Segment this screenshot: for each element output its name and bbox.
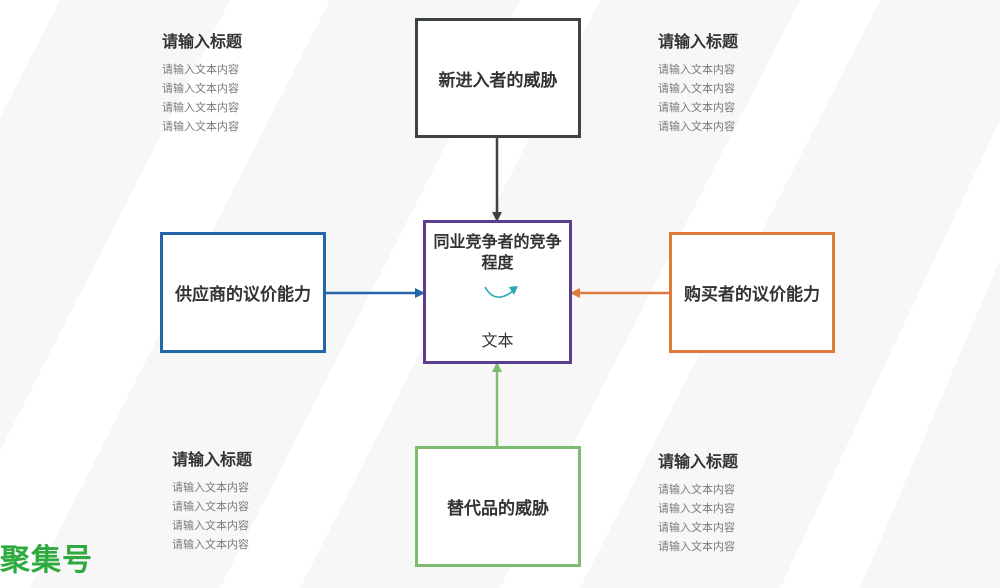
note-title: 请输入标题 bbox=[162, 32, 243, 51]
note-line: 请输入文本内容 bbox=[658, 63, 735, 76]
note-title: 请输入标题 bbox=[658, 452, 739, 471]
note-line: 请输入文本内容 bbox=[658, 101, 735, 114]
note-line: 请输入文本内容 bbox=[172, 519, 249, 532]
box-industry-rivalry-text: 文本 bbox=[481, 331, 514, 350]
cycle-icon bbox=[484, 286, 518, 298]
box-buyer-power[interactable]: 购买者的议价能力 bbox=[669, 232, 835, 353]
note-line: 请输入文本内容 bbox=[658, 82, 735, 95]
note-line: 请输入文本内容 bbox=[658, 540, 735, 553]
note-bottom-left: 请输入标题 请输入文本内容 请输入文本内容 请输入文本内容 请输入文本内容 bbox=[172, 446, 252, 554]
note-line: 请输入文本内容 bbox=[162, 82, 239, 95]
note-top-right: 请输入标题 请输入文本内容 请输入文本内容 请输入文本内容 请输入文本内容 bbox=[658, 28, 738, 136]
note-line: 请输入文本内容 bbox=[658, 483, 735, 496]
watermark-logo: 聚集号 bbox=[0, 543, 93, 578]
box-supplier-power-label: 供应商的议价能力 bbox=[175, 285, 311, 305]
box-new-entrants-label: 新进入者的威胁 bbox=[438, 70, 558, 91]
box-substitutes-label: 替代品的威胁 bbox=[447, 499, 549, 519]
box-new-entrants[interactable]: 新进入者的威胁 bbox=[415, 18, 581, 138]
note-line: 请输入文本内容 bbox=[172, 538, 249, 551]
box-supplier-power[interactable]: 供应商的议价能力 bbox=[160, 232, 326, 353]
note-line: 请输入文本内容 bbox=[162, 120, 239, 133]
note-line: 请输入文本内容 bbox=[172, 481, 249, 494]
box-buyer-power-label: 购买者的议价能力 bbox=[684, 285, 820, 305]
note-title: 请输入标题 bbox=[658, 32, 739, 51]
note-line: 请输入文本内容 bbox=[658, 120, 735, 133]
note-line: 请输入文本内容 bbox=[658, 502, 735, 515]
box-industry-rivalry[interactable]: 同业竞争者的竞争程度 文本 bbox=[423, 220, 572, 364]
box-industry-rivalry-title: 同业竞争者的竞争程度 bbox=[433, 232, 562, 272]
note-line: 请输入文本内容 bbox=[172, 500, 249, 513]
note-bottom-right: 请输入标题 请输入文本内容 请输入文本内容 请输入文本内容 请输入文本内容 bbox=[658, 448, 738, 556]
note-line: 请输入文本内容 bbox=[658, 521, 735, 534]
note-top-left: 请输入标题 请输入文本内容 请输入文本内容 请输入文本内容 请输入文本内容 bbox=[162, 28, 242, 136]
note-line: 请输入文本内容 bbox=[162, 63, 239, 76]
note-title: 请输入标题 bbox=[172, 450, 253, 469]
note-line: 请输入文本内容 bbox=[162, 101, 239, 114]
box-substitutes[interactable]: 替代品的威胁 bbox=[415, 446, 581, 567]
